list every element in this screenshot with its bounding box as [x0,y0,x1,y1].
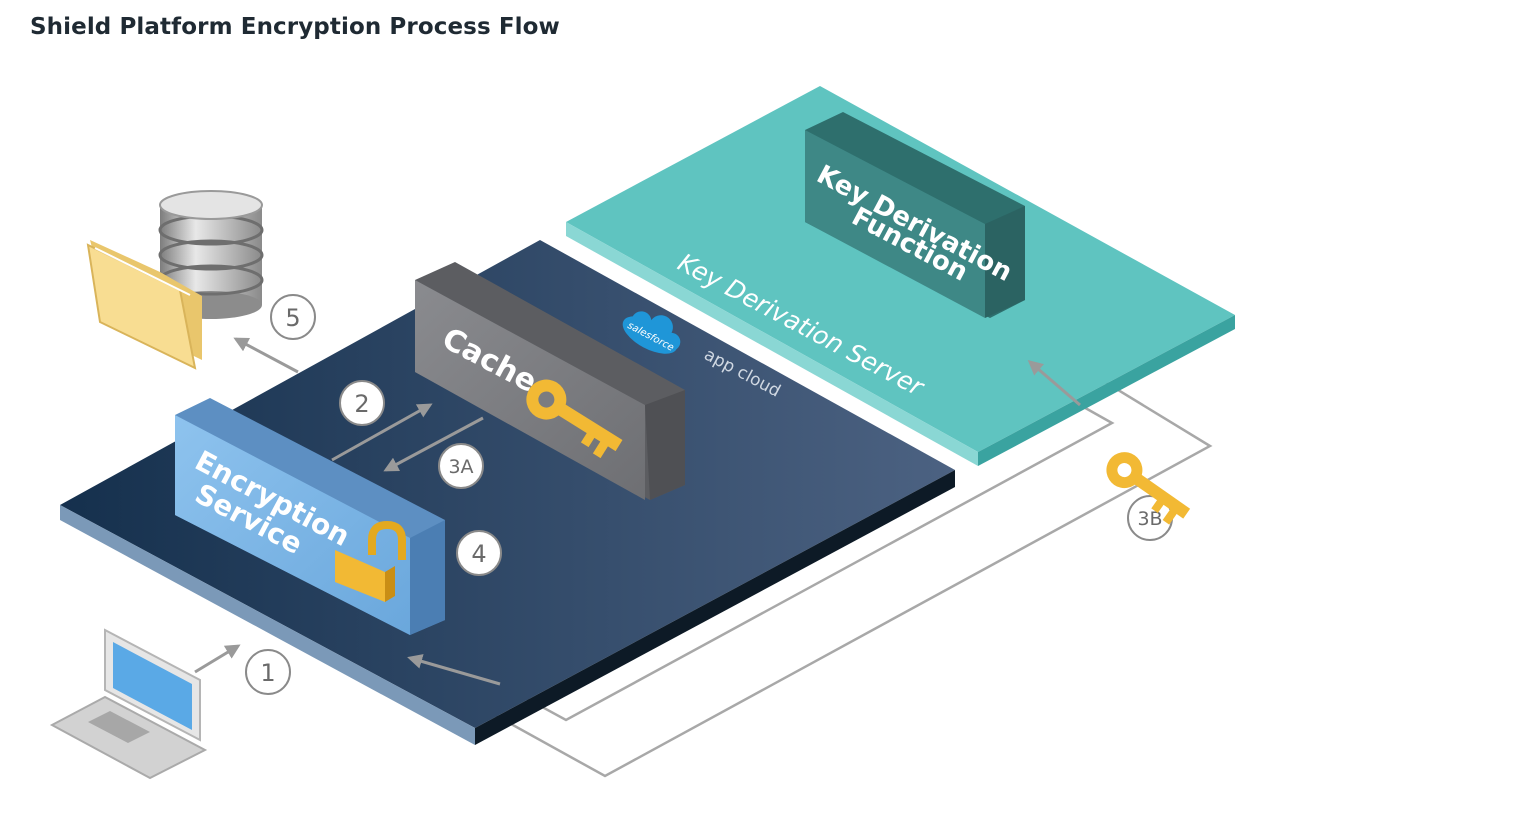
app-cloud-platform [60,240,955,745]
arrow-step-3b [1027,360,1081,407]
arrow-step-5 [233,337,299,374]
step-2-marker: 2 [339,380,385,426]
step-2-label: 2 [354,390,369,418]
key-icon [526,379,623,459]
step-5-marker: 5 [270,294,316,340]
laptop-icon [49,628,208,780]
database-icon [158,190,264,319]
step-4-marker: 4 [456,530,502,576]
arrow-step-2 [331,403,433,462]
step-arrows [194,337,1081,686]
step-4-label: 4 [471,540,486,568]
step-5-label: 5 [285,304,300,332]
step-1-marker: 1 [245,649,291,695]
arrow-step-3a [383,416,484,472]
step-1-label: 1 [260,659,275,687]
step-3b-label: 3B [1137,508,1162,530]
page-title: Shield Platform Encryption Process Flow [30,14,560,40]
folder-icon [86,240,202,370]
arrow-step-1 [194,644,241,674]
unlocked-padlock-icon [335,520,406,602]
key-icon [1106,452,1191,525]
arrow-step-return [407,654,501,686]
key-derivation-function-box: Key Derivation Function [805,112,1025,318]
step-3a-label: 3A [448,456,473,478]
step-3a-marker: 3A [438,443,484,489]
